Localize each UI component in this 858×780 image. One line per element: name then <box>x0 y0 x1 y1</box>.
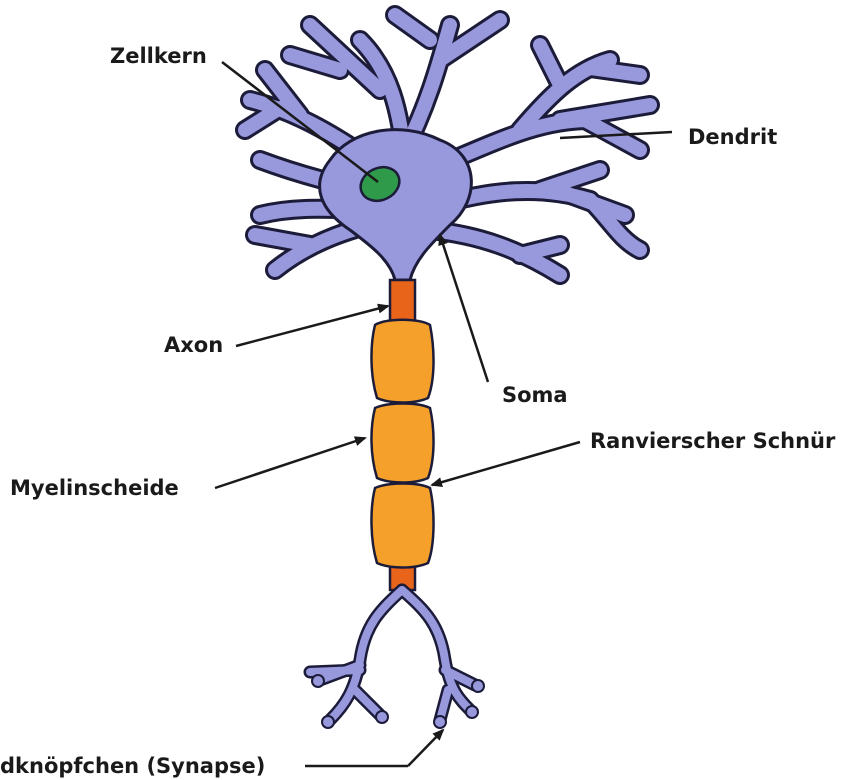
soma-arrow <box>440 235 488 382</box>
label-myelinscheide: Myelinscheide <box>10 478 179 499</box>
label-axon: Axon <box>164 335 223 356</box>
axon-segment <box>390 280 415 322</box>
label-soma: Soma <box>502 385 568 406</box>
label-zellkern: Zellkern <box>110 46 207 67</box>
myelin-sheath <box>371 320 433 403</box>
terminal-bouton <box>434 716 446 728</box>
myelin-sheath <box>371 404 433 483</box>
terminal-bouton <box>472 680 484 692</box>
myelin-arrow <box>215 438 365 488</box>
ranvier-arrow <box>432 442 580 485</box>
synapse-arrow-head <box>408 730 443 766</box>
label-ranvier: Ranvierscher Schnür <box>590 431 835 452</box>
label-dendrit: Dendrit <box>688 127 777 148</box>
terminal-bouton <box>312 675 324 687</box>
label-endknoepfchen: dknöpfchen (Synapse) <box>0 756 265 777</box>
myelin-sheath <box>371 484 433 568</box>
myelin-sheaths <box>371 320 433 568</box>
terminal-bouton <box>376 711 388 723</box>
terminal-bouton <box>466 706 478 718</box>
axon-arrow <box>236 306 388 346</box>
axon-terminals <box>310 590 484 728</box>
terminal-bouton <box>322 716 334 728</box>
